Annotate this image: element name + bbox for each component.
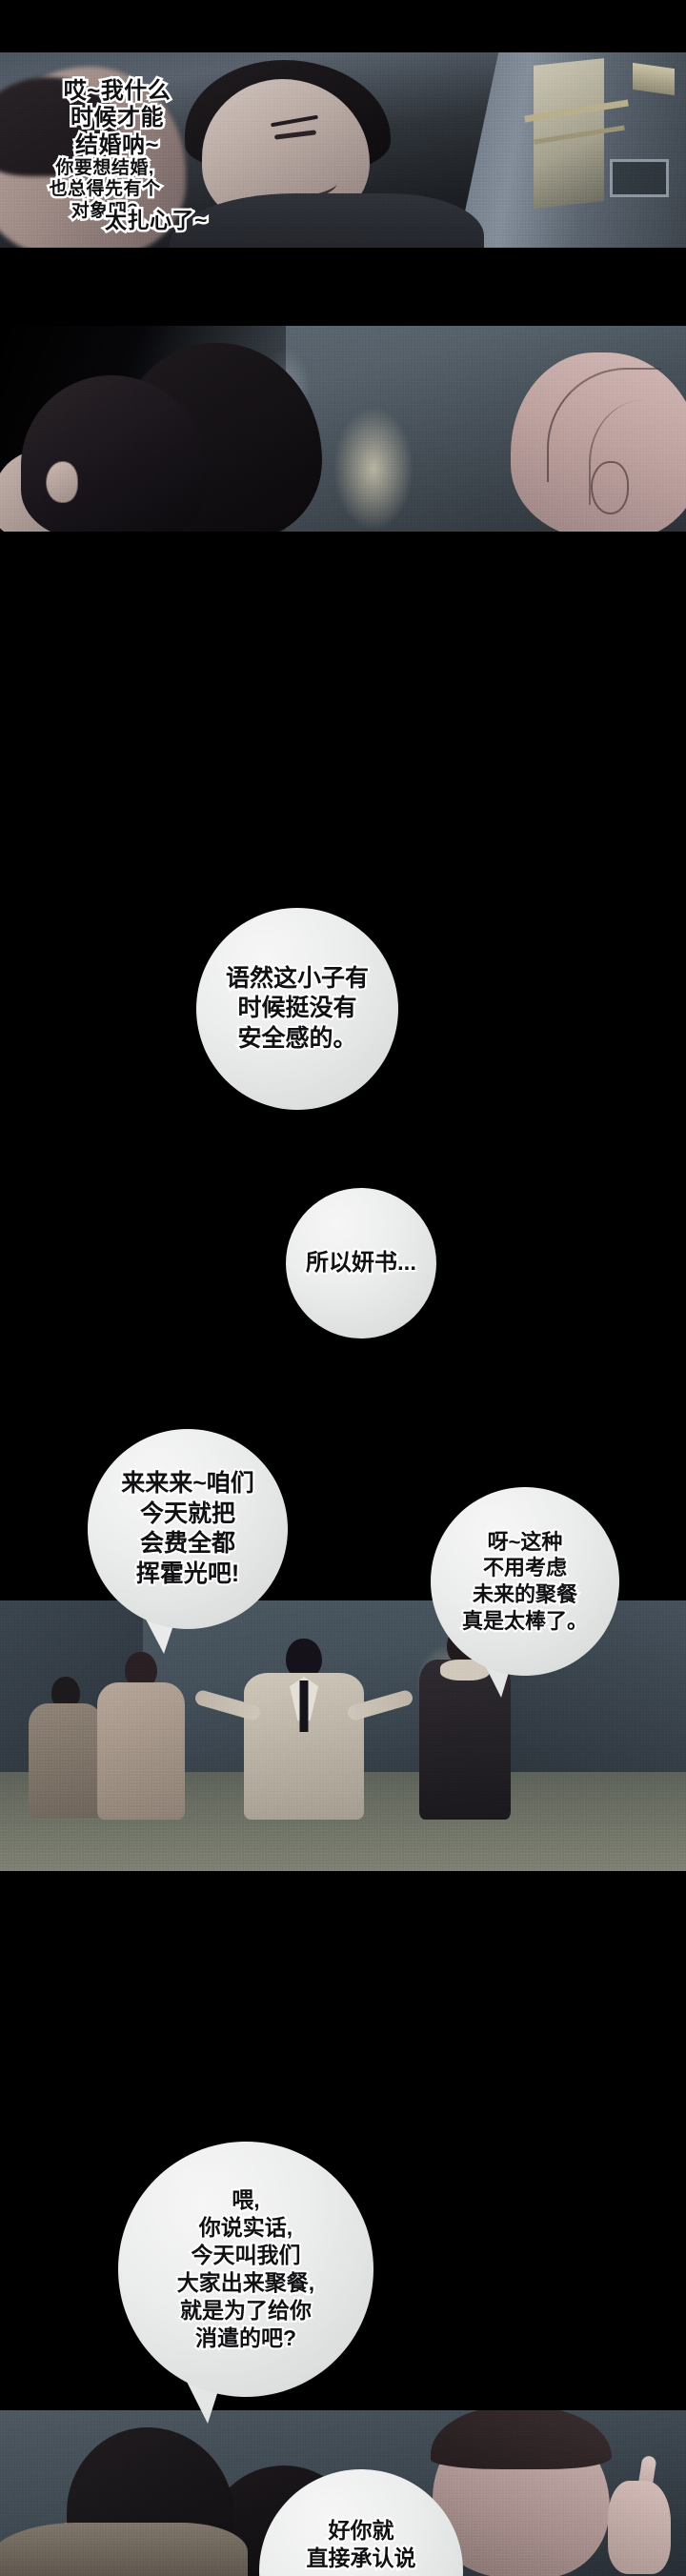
left-man-ear [46,461,78,503]
raised-hand [608,2481,671,2574]
speech-bubble-text: 喂, 你说实话, 今天叫我们 大家出来聚餐, 就是为了给你 消遣的吧? [175,2185,316,2352]
dark-coat [170,193,484,248]
head [286,1639,322,1679]
window-upper [633,62,675,96]
speech-bubble-text: 好你就 直接承认说 [305,2516,418,2572]
head [125,1652,157,1688]
left-man-shoulder [0,2523,248,2576]
scarf [440,1660,490,1680]
right-man-hair [431,2410,612,2469]
speech-bubble-narration-1: 语然这小子有 时候挺没有 安全感的。 [196,908,398,1110]
speech-bubble-text: 所以妍书... [304,1248,418,1278]
body [97,1682,185,1820]
speech-bubble-text: 呀~这种 不用考虑 未来的聚餐 真是太棒了。 [460,1528,590,1635]
speech-bubble-confront-question: 喂, 你说实话, 今天叫我们 大家出来聚餐, 就是为了给你 消遣的吧? [118,2142,373,2397]
figure-1 [29,1677,103,1818]
speech-bubble-text: 来来来~咱们 今天就把 会费全都 挥霍光吧! [119,1468,256,1589]
speech-bubble-text: 语然这小子有 时候挺没有 安全感的。 [224,963,371,1054]
window-lower [610,159,669,197]
comic-panel-2 [0,326,686,532]
dialogue-shout-2: 你要想结婚, 也总得先有个 对象吧? [47,155,163,223]
figure-2 [97,1652,185,1820]
dialogue-shout-1: 哎~我什么 时候才能 结婚呐~ [61,76,172,161]
hair-strand-line-2 [589,400,680,505]
left-man-hair [21,375,208,532]
foreground-man-hair [0,77,118,176]
right-man-ear [591,461,629,514]
speech-bubble-reply-great: 呀~这种 不用考虑 未来的聚餐 真是太棒了。 [431,1487,619,1676]
body [29,1703,103,1818]
speech-bubble-party-invite: 来来来~咱们 今天就把 会费全都 挥霍光吧! [88,1429,288,1629]
figure-3-trench-coat [193,1639,414,1820]
dialogue-shout-3: 太扎心了~ [103,205,210,234]
smiling-man-figure [170,60,484,248]
panel-2-artwork [0,326,686,532]
speech-bubble-narration-2: 所以妍书... [286,1188,436,1338]
necktie [299,1680,309,1732]
